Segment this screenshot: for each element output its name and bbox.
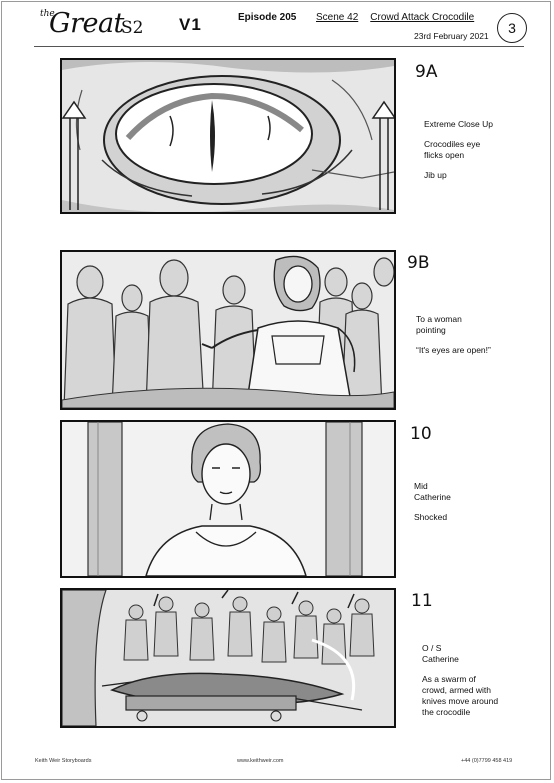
shot-note: As a swarm of crowd, armed with knives m… xyxy=(422,674,499,717)
crocodile-eye-sketch xyxy=(62,60,394,212)
shot-notes-9a: Extreme Close Up Crocodiles eye flicks o… xyxy=(424,119,493,190)
shot-note: Jib up xyxy=(424,170,447,180)
shot-number-9a: 9A xyxy=(415,62,438,82)
catherine-shocked-sketch xyxy=(62,422,394,576)
show-logo: the Great S2 xyxy=(40,6,150,42)
logo-great: Great xyxy=(49,8,124,39)
shot-note: Extreme Close Up xyxy=(424,119,493,129)
woman-pointing-sketch xyxy=(62,252,394,408)
shot-number-10: 10 xyxy=(410,424,432,444)
version-label: V1 xyxy=(179,15,202,34)
shot-notes-11: O / S Catherine As a swarm of crowd, arm… xyxy=(422,643,498,727)
jib-up-arrow-left-icon xyxy=(62,100,87,210)
shot-note: Mid Catherine xyxy=(414,481,451,502)
episode-label: Episode 205 xyxy=(238,12,297,23)
footer-website[interactable]: www.keithweir.com xyxy=(237,758,284,764)
shot-note: “It's eyes are open!” xyxy=(416,345,491,355)
shot-notes-9b: To a woman pointing “It's eyes are open!… xyxy=(416,314,491,365)
header-divider xyxy=(34,46,524,47)
storyboard-frame-9b xyxy=(60,250,396,410)
date-label: 23rd February 2021 xyxy=(414,31,489,41)
logo-season: S2 xyxy=(121,18,144,38)
storyboard-frame-9a xyxy=(60,58,396,214)
shot-note: O / S Catherine xyxy=(422,643,459,664)
jib-up-arrow-right-icon xyxy=(371,100,394,210)
scene-title: Crowd Attack Crocodile xyxy=(370,12,475,23)
shot-number-9b: 9B xyxy=(407,253,430,273)
scene-heading: Scene 42 Crowd Attack Crocodile xyxy=(316,12,474,23)
shot-number-11: 11 xyxy=(411,591,433,611)
storyboard-frame-10 xyxy=(60,420,396,578)
shot-note: To a woman pointing xyxy=(416,314,462,335)
crowd-attack-crocodile-sketch xyxy=(62,590,394,726)
logo-the: the xyxy=(40,9,55,19)
footer-phone: +44 (0)7799 458 419 xyxy=(461,758,513,764)
shot-note: Shocked xyxy=(414,512,448,522)
storyboard-frame-11 xyxy=(60,588,396,728)
footer-company: Keith Weir Storyboards xyxy=(35,758,92,764)
scene-number: Scene 42 xyxy=(316,12,359,23)
page-number-badge: 3 xyxy=(497,13,527,43)
shot-notes-10: Mid Catherine Shocked xyxy=(414,481,451,532)
shot-note: Crocodiles eye flicks open xyxy=(424,139,481,160)
